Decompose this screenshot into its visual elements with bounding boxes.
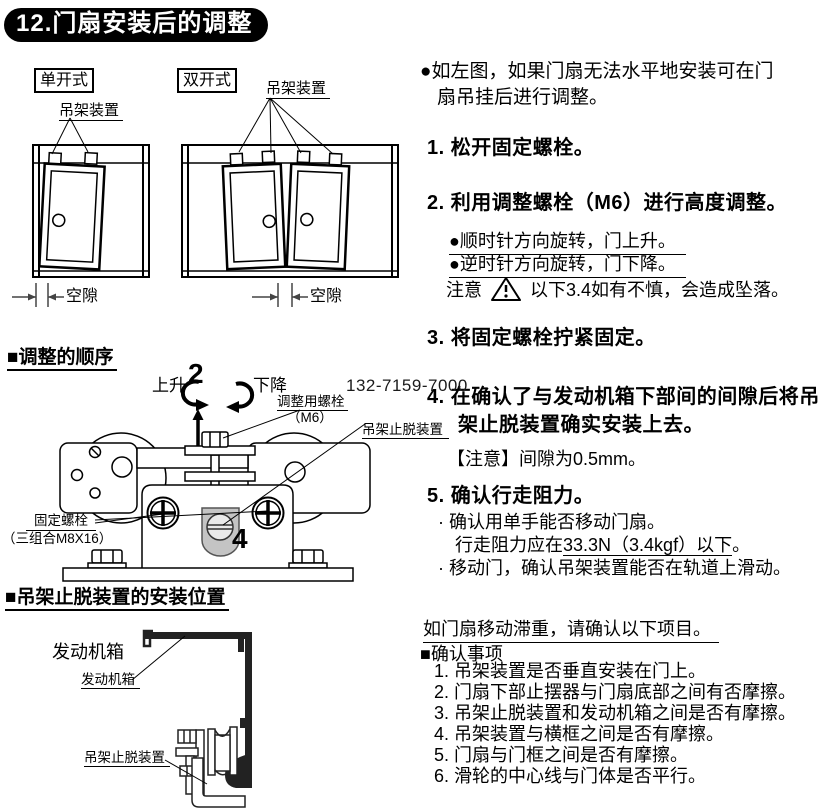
checklist-item: 1. 吊架装置是否垂直安装在门上。 bbox=[434, 661, 707, 681]
adjust-bolt-spec: （M6） bbox=[287, 410, 333, 425]
engine-box-title: 发动机箱 bbox=[52, 642, 124, 662]
resistance-value: 33.3N（3.4kgf）以下 bbox=[563, 535, 733, 556]
hanger-bracket-diagram-svg bbox=[59, 379, 371, 582]
checklist-intro: 如门扇移动滞重，请确认以下项目。 bbox=[423, 615, 719, 643]
checklist-item: 4. 吊架装置与横框之间是否有摩擦。 bbox=[434, 724, 725, 744]
caution-text: 以下3.4如有不慎，会造成坠落。 bbox=[530, 280, 790, 300]
step-4-line1: 4. 在确认了与发动机箱下部间的间隙后将吊 bbox=[427, 386, 820, 408]
engine-box-label: 发动机箱 bbox=[81, 668, 140, 689]
checklist-items: 1. 吊架装置是否垂直安装在门上。 2. 门扇下部止摆器与门扇底部之间有否摩擦。… bbox=[434, 661, 796, 787]
step-5-bullet2: · 移动门，确认吊架装置能否在轨道上滑动。 bbox=[438, 558, 791, 578]
single-door bbox=[38, 151, 106, 271]
fixing-bolt-label: 固定螺栓 bbox=[26, 509, 96, 531]
checklist-header: ■确认事项 bbox=[420, 644, 503, 664]
adjust-bolt-label: 调整用螺栓 bbox=[277, 390, 348, 411]
step-4-marker: 4 bbox=[232, 523, 248, 554]
page-title: 12.门扇安装后的调整 bbox=[4, 3, 269, 42]
step-5: 5. 确认行走阻力。 bbox=[427, 485, 595, 507]
rotation-arrows bbox=[180, 379, 255, 409]
single-hanger-leaders bbox=[51, 117, 89, 155]
checklist-item: 3. 吊架止脱装置和发动机箱之间是否有摩擦。 bbox=[434, 703, 797, 723]
gap-label-single: 空隙 bbox=[66, 288, 99, 305]
step-5-resistance: 行走阻力应在33.3N（3.4kgf）以下。 bbox=[455, 531, 750, 557]
hanger-device-label-single: 吊架装置 bbox=[59, 99, 124, 121]
single-type-box: 单开式 bbox=[34, 68, 95, 93]
hanger-stopper-label: 吊架止脱装置 bbox=[362, 418, 449, 439]
double-door-frame bbox=[181, 144, 399, 278]
double-hanger-leaders bbox=[238, 97, 334, 155]
step-2-marker: 2 bbox=[188, 358, 204, 389]
fixing-bolt-spec: （三组合M8X16） bbox=[2, 531, 113, 546]
fixing-screws bbox=[146, 496, 285, 530]
base-plate bbox=[62, 567, 354, 582]
stopper-position-header: ■吊架止脱装置的安装位置 bbox=[5, 582, 230, 611]
single-gap-dimension bbox=[12, 283, 64, 307]
fall-label: 下降 bbox=[253, 376, 287, 395]
stopper-leaders bbox=[131, 635, 208, 785]
caution-row: 注意 以下3.4如有不慎，会造成坠落。 bbox=[446, 276, 789, 302]
checklist-item: 5. 门扇与门框之间是否有摩擦。 bbox=[434, 745, 689, 765]
step-4-line2: 架止脱装置确实安装上去。 bbox=[458, 414, 704, 436]
adjust-bolt bbox=[201, 431, 229, 448]
door-adjust-diagram-svg bbox=[12, 97, 399, 307]
step-2-bullet-clockwise: ●顺时针方向旋转，门上升。 bbox=[449, 227, 686, 255]
checklist-item: 2. 门扇下部止摆器与门扇底部之间有否摩擦。 bbox=[434, 682, 797, 702]
step-5-bullet1: · 确认用单手能否移动门扇。 bbox=[438, 512, 665, 532]
watermark-phone: 132-7159-7000 bbox=[346, 376, 468, 395]
rise-label: 上升 bbox=[152, 376, 186, 395]
double-door-left bbox=[221, 150, 287, 271]
intro-line2: 扇吊挂后进行调整。 bbox=[437, 87, 609, 108]
step-2-bullet-counterclockwise: ●逆时针方向旋转，门下降。 bbox=[449, 250, 686, 278]
double-door-right bbox=[285, 150, 351, 271]
step-4: 4. 在确认了与发动机箱下部间的间隙后将吊 架止脱装置确实安装上去。 bbox=[427, 383, 820, 439]
gap-label-double: 空隙 bbox=[310, 288, 343, 305]
double-type-box: 双开式 bbox=[177, 68, 238, 93]
intro-line1: ●如左图，如果门扇无法水平地安装可在门 bbox=[420, 61, 774, 82]
checklist-item: 6. 滑轮的中心线与门体是否平行。 bbox=[434, 766, 707, 786]
step-2: 2. 利用调整螺栓（M6）进行高度调整。 bbox=[427, 192, 788, 214]
pulley bbox=[207, 726, 238, 776]
stopper-label: 吊架止脱装置 bbox=[84, 746, 170, 767]
intro-paragraph: ●如左图，如果门扇无法水平地安装可在门 扇吊挂后进行调整。 bbox=[420, 59, 773, 111]
bracket-leaders bbox=[94, 409, 366, 526]
stopper-position-diagram-svg bbox=[131, 629, 252, 808]
warning-triangle-icon bbox=[491, 277, 521, 301]
page-title-text: 12.门扇安装后的调整 bbox=[4, 8, 269, 42]
engine-box-profile bbox=[142, 629, 252, 788]
l-bracket bbox=[191, 757, 246, 808]
step-3: 3. 将固定螺栓拧紧固定。 bbox=[427, 327, 656, 349]
resistance-prefix: 行走阻力应在 bbox=[455, 535, 563, 555]
caution-label: 注意 bbox=[446, 280, 482, 300]
bottom-bolts bbox=[87, 549, 328, 569]
step-4-note: 【注意】间隙为0.5mm。 bbox=[447, 449, 647, 469]
hanger-device-label-double: 吊架装置 bbox=[266, 77, 331, 99]
resistance-suffix: 。 bbox=[732, 535, 751, 555]
step-1: 1. 松开固定螺栓。 bbox=[427, 137, 595, 159]
adjust-order-header: ■调整的顺序 bbox=[7, 342, 118, 371]
